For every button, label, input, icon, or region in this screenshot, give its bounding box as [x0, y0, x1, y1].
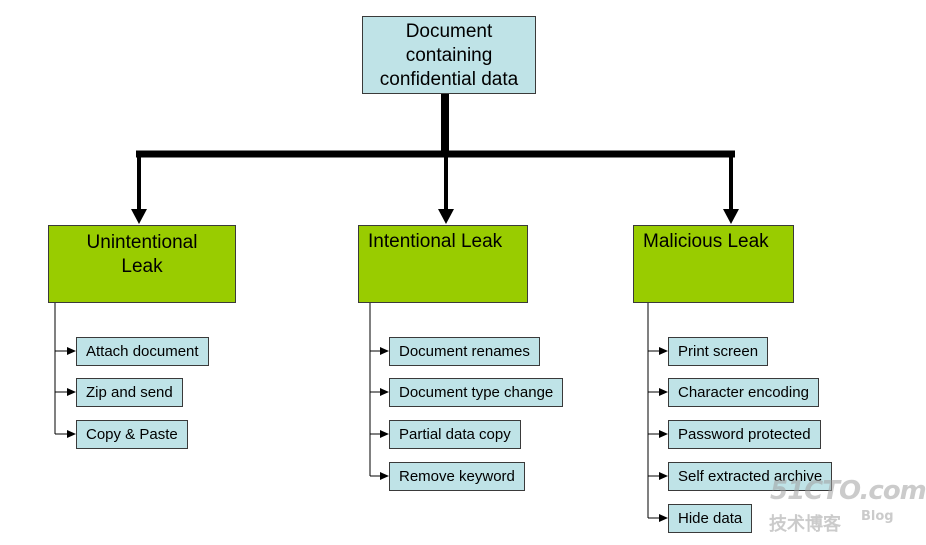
leaf-character-encoding: Character encoding	[668, 378, 819, 407]
category-title: Malicious Leak	[643, 231, 769, 252]
category-intentional-leak: Intentional Leak	[358, 225, 528, 303]
watermark-logo: 51CTO.com	[770, 476, 926, 506]
root-title-line-2: containing	[405, 45, 493, 66]
leaf-partial-data-copy: Partial data copy	[389, 420, 521, 449]
leaf-hide-data: Hide data	[668, 504, 753, 533]
leaf-password-protected: Password protected	[668, 420, 821, 449]
category-unintentional-leak: Unintentional Leak	[48, 225, 236, 303]
leaf-document-type-change: Document type change	[389, 378, 564, 407]
category-title-line-2: Leak	[121, 256, 163, 277]
drop-arrow-2	[438, 209, 454, 224]
root-title-line-3: confidential data	[379, 69, 519, 90]
watermark-blog: Blog	[861, 509, 894, 524]
leaf-attach-document: Attach document	[76, 337, 209, 366]
leaf-document-renames: Document renames	[389, 337, 540, 366]
leak-diagram: Document containing confidential data Un…	[48, 16, 926, 535]
leaf-zip-and-send: Zip and send	[76, 378, 183, 407]
root-title-line-1: Document	[405, 21, 493, 42]
category-title-line-1: Unintentional	[86, 232, 198, 253]
watermark-site: 技术博客	[769, 514, 841, 535]
connector-lines	[54, 94, 739, 522]
category-malicious-leak: Malicious Leak	[633, 225, 794, 303]
leaf-self-extracted-archive: Self extracted archive	[668, 462, 833, 491]
category-title: Intentional Leak	[368, 231, 503, 252]
drop-arrow-3	[723, 209, 739, 224]
leaf-copy-paste: Copy & Paste	[76, 420, 188, 449]
root-node: Document containing confidential data	[362, 16, 536, 94]
leaf-remove-keyword: Remove keyword	[389, 462, 525, 491]
drop-arrow-1	[131, 209, 147, 224]
leaf-print-screen: Print screen	[668, 337, 769, 366]
